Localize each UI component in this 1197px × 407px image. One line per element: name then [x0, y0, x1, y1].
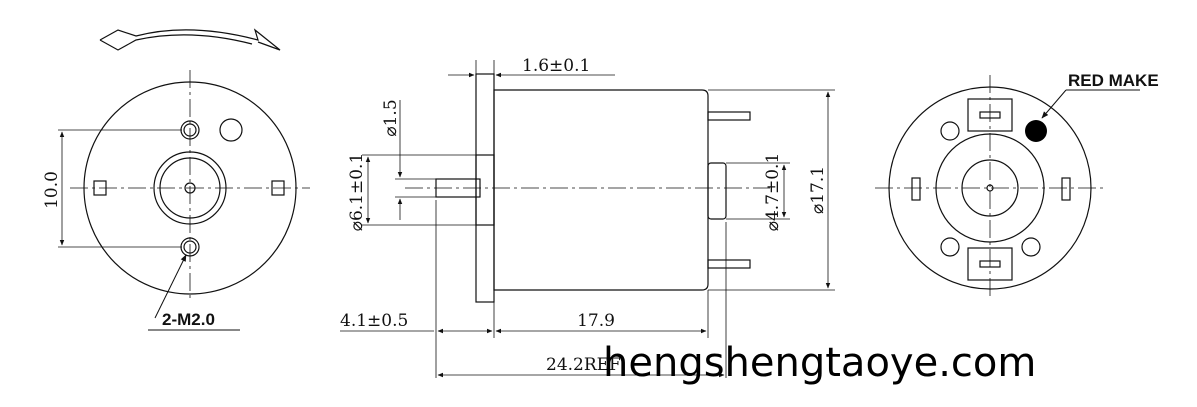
overall-length-label: 24.2REF	[546, 355, 621, 375]
vent-hole	[219, 118, 243, 142]
red-mark-dot	[1025, 120, 1047, 142]
rear-view	[875, 75, 1140, 300]
mounting-spacing-label: 10.0	[42, 171, 62, 209]
boss-diameter-label: ⌀6.1±0.1	[347, 153, 367, 232]
shaft-extension-label: 4.1±0.5	[340, 311, 408, 331]
flange-thickness-label: 1.6±0.1	[522, 56, 590, 76]
side-view	[340, 60, 835, 378]
screw-callout-label: 2-M2.0	[162, 310, 215, 329]
watermark: hengshengtaoye.com	[603, 340, 1036, 386]
front-view	[58, 28, 310, 331]
terminal-bottom	[707, 259, 751, 269]
rotation-arrow-icon	[99, 28, 281, 51]
body-diameter-label: ⌀17.1	[808, 166, 828, 214]
body-length-label: 17.9	[577, 311, 615, 331]
terminal-top	[707, 111, 751, 121]
rear-boss-diameter-label: ⌀4.7±0.1	[763, 153, 783, 232]
shaft-diameter-label: ⌀1.5	[381, 99, 401, 136]
motor-body	[493, 89, 709, 291]
red-mark-label: RED MAKE	[1068, 71, 1159, 90]
